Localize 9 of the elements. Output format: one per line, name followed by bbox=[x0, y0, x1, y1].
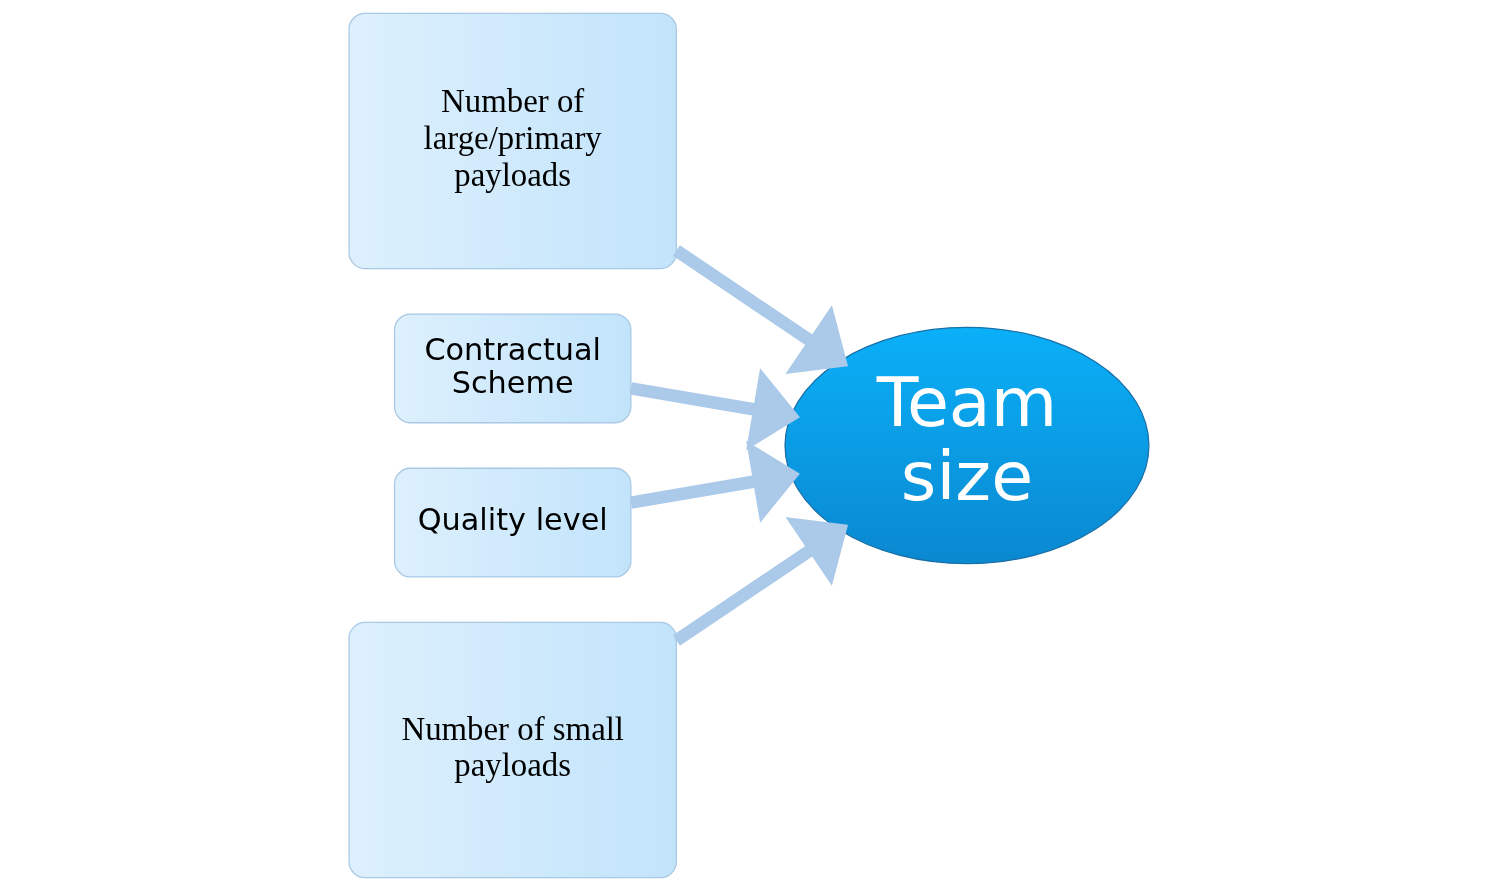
node-ellipse: Team size bbox=[783, 326, 1150, 565]
node-box: Number of large/primary payloads bbox=[347, 12, 677, 270]
arrow bbox=[629, 368, 800, 451]
node-box: Number of small payloads bbox=[347, 621, 677, 879]
node-box: Quality level bbox=[393, 467, 631, 578]
arrow bbox=[672, 516, 848, 646]
arrow bbox=[672, 245, 848, 375]
arrow bbox=[629, 440, 800, 523]
node-box: Contractual Scheme bbox=[393, 313, 631, 424]
